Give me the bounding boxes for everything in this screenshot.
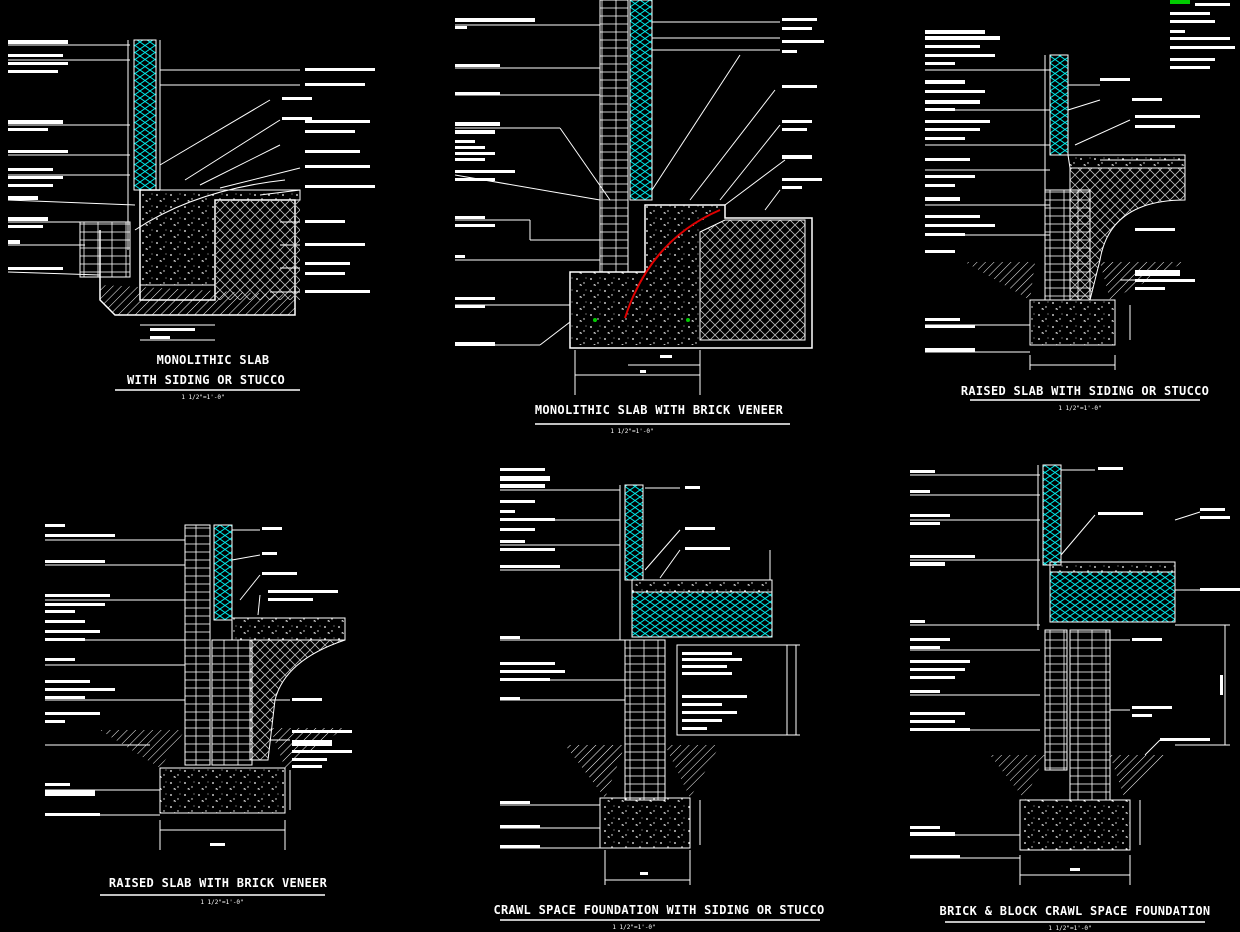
detail-1-scale: 1 1/2"=1'-0" bbox=[181, 394, 224, 401]
block-stem-wall bbox=[1069, 629, 1111, 801]
detail-2-title: MONOLITHIC SLAB WITH BRICK VENEER bbox=[535, 403, 784, 417]
compacted-fill bbox=[215, 200, 300, 300]
footing bbox=[599, 797, 691, 849]
floor-insulation bbox=[631, 591, 773, 638]
wall-insulation bbox=[1049, 54, 1069, 156]
detail-monolithic-slab-brick: MONOLITHIC SLAB WITH BRICK VENEER 1 1/2"… bbox=[454, 0, 824, 435]
wall-insulation bbox=[213, 524, 233, 621]
block-stem-wall bbox=[211, 639, 253, 766]
detail-4-title: RAISED SLAB WITH BRICK VENEER bbox=[109, 876, 328, 890]
block-stem-wall bbox=[624, 639, 666, 801]
detail-raised-slab-brick: RAISED SLAB WITH BRICK VENEER 1 1/2"=1'-… bbox=[45, 524, 352, 906]
block-stem-wall bbox=[1044, 189, 1091, 301]
detail-3-title: RAISED SLAB WITH SIDING OR STUCCO bbox=[961, 384, 1209, 398]
floor-insulation bbox=[1049, 571, 1176, 623]
detail-raised-slab-siding: RAISED SLAB WITH SIDING OR STUCCO 1 1/2"… bbox=[925, 0, 1235, 412]
detail-5-title: CRAWL SPACE FOUNDATION WITH SIDING OR ST… bbox=[493, 903, 824, 917]
detail-1-title-line-1: MONOLITHIC SLAB bbox=[157, 353, 270, 367]
compacted-fill bbox=[699, 219, 806, 341]
wall-insulation bbox=[133, 39, 157, 191]
wall-insulation bbox=[629, 0, 653, 201]
detail-crawl-space-siding: CRAWL SPACE FOUNDATION WITH SIDING OR ST… bbox=[493, 468, 824, 931]
brick-veneer bbox=[599, 0, 629, 273]
wall-insulation bbox=[624, 484, 644, 581]
detail-4-scale: 1 1/2"=1'-0" bbox=[200, 899, 243, 906]
wall-insulation bbox=[1042, 464, 1062, 566]
footing bbox=[1029, 299, 1116, 346]
brick-veneer bbox=[184, 524, 211, 766]
earth bbox=[100, 285, 295, 315]
detail-6-scale: 1 1/2"=1'-0" bbox=[1048, 925, 1091, 932]
detail-3-scale: 1 1/2"=1'-0" bbox=[1058, 405, 1101, 412]
detail-2-scale: 1 1/2"=1'-0" bbox=[610, 428, 653, 435]
footing bbox=[159, 767, 286, 814]
footing bbox=[1019, 799, 1131, 851]
detail-5-scale: 1 1/2"=1'-0" bbox=[612, 924, 655, 931]
brick-veneer bbox=[1044, 629, 1068, 771]
red-pipe bbox=[624, 209, 721, 319]
detail-6-title: BRICK & BLOCK CRAWL SPACE FOUNDATION bbox=[940, 904, 1211, 918]
detail-monolithic-slab-siding: MONOLITHIC SLAB WITH SIDING OR STUCCO 1 … bbox=[7, 39, 375, 401]
detail-brick-block-crawl-space: BRICK & BLOCK CRAWL SPACE FOUNDATION 1 1… bbox=[910, 464, 1240, 932]
detail-1-title-line-2: WITH SIDING OR STUCCO bbox=[127, 373, 285, 387]
